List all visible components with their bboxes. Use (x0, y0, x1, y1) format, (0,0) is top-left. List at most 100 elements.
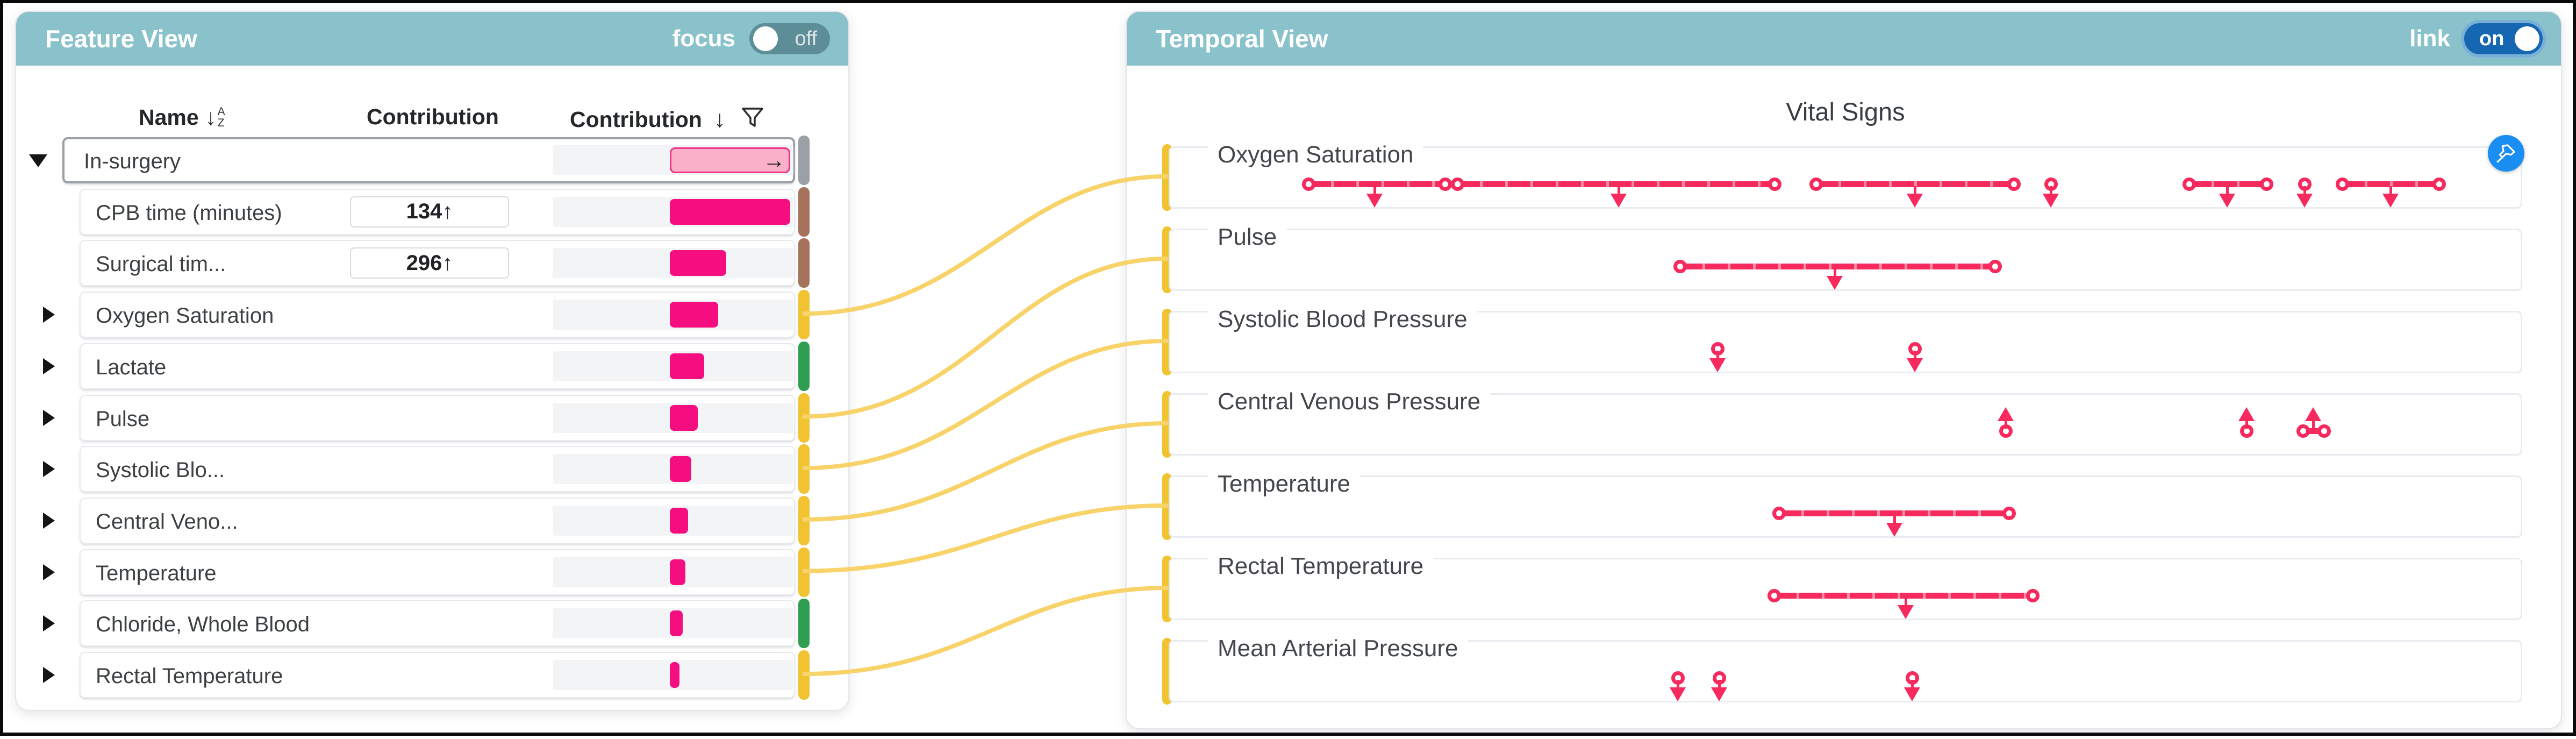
event-endpoint-dot[interactable] (1988, 260, 2002, 273)
feature-row[interactable]: Temperature (16, 549, 860, 595)
event-endpoint-dot[interactable] (2317, 424, 2331, 438)
expand-caret-icon[interactable] (43, 564, 55, 580)
contribution-track (553, 506, 793, 536)
arrow-up-icon (2305, 407, 2321, 421)
event-endpoint-dot[interactable] (1768, 589, 1781, 602)
feature-row[interactable]: Pulse (16, 395, 860, 441)
column-header-contribution-value[interactable]: Contribution (367, 104, 499, 130)
event-endpoint-dot[interactable] (2336, 177, 2349, 191)
feature-row[interactable]: Central Veno... (16, 498, 860, 544)
event-endpoint-dot[interactable] (2432, 177, 2446, 191)
temporal-row-label: Temperature (1208, 471, 1360, 498)
focus-toggle[interactable]: off (749, 23, 830, 54)
event-endpoint-dot[interactable] (1768, 177, 1781, 191)
event-endpoint-dot[interactable] (1302, 177, 1315, 191)
temporal-row[interactable]: Mean Arterial Pressure (1169, 640, 2522, 702)
feature-row[interactable]: Surgical tim...296↑ (16, 240, 860, 286)
event-endpoint-dot[interactable] (2296, 424, 2310, 438)
contribution-bar (670, 456, 691, 482)
expand-caret-icon[interactable] (43, 307, 55, 323)
arrow-down-icon (1711, 687, 1727, 701)
contribution-bar (670, 662, 679, 688)
arrow-down-icon (2382, 194, 2399, 208)
sort-desc-icon[interactable]: ↓ (714, 106, 726, 132)
event-endpoint-dot[interactable] (2260, 177, 2273, 191)
expand-caret-icon[interactable] (43, 667, 55, 683)
feature-row[interactable]: Systolic Blo... (16, 446, 860, 492)
row-link-strip[interactable] (798, 599, 810, 648)
event-range-line[interactable] (1308, 181, 1445, 187)
link-toggle-knob[interactable] (2515, 26, 2539, 51)
focus-toggle-knob[interactable] (753, 26, 778, 51)
expand-caret-icon[interactable] (43, 358, 55, 374)
row-link-strip[interactable] (798, 393, 810, 443)
expand-caret-icon[interactable] (43, 615, 55, 631)
column-header-contribution-bar[interactable]: Contribution↓ (570, 104, 765, 133)
arrow-down-icon (1886, 523, 1902, 537)
row-link-strip[interactable] (798, 342, 810, 391)
pin-icon (2494, 141, 2518, 165)
feature-name-label: Chloride, Whole Blood (96, 613, 310, 637)
focus-label: focus (672, 25, 735, 52)
feature-name-label: Rectal Temperature (96, 664, 283, 688)
link-toggle-state: on (2479, 27, 2504, 51)
event-endpoint-dot[interactable] (2026, 589, 2040, 602)
overflow-arrow-icon: → (763, 147, 785, 173)
event-range-line[interactable] (1457, 181, 1774, 187)
feature-row[interactable]: Chloride, Whole Blood (16, 600, 860, 646)
arrow-down-icon (1670, 687, 1686, 701)
temporal-view-title: Temporal View (1156, 24, 1328, 53)
event-range-line[interactable] (1774, 593, 2033, 599)
feature-value-chip: 134↑ (350, 196, 509, 228)
feature-row[interactable]: In-surgery→ (16, 137, 860, 183)
arrow-down-icon (1611, 194, 1627, 208)
feature-row[interactable]: Oxygen Saturation (16, 292, 860, 338)
row-link-strip[interactable] (798, 496, 810, 545)
temporal-row[interactable]: Pulse (1169, 229, 2522, 291)
row-link-strip[interactable] (798, 650, 810, 700)
arrow-down-icon (1898, 605, 1914, 619)
contribution-track (553, 197, 793, 227)
temporal-row-label: Mean Arterial Pressure (1208, 635, 1468, 662)
temporal-row[interactable]: Systolic Blood Pressure (1169, 311, 2522, 373)
temporal-row[interactable]: Rectal Temperature (1169, 558, 2522, 620)
event-endpoint-dot[interactable] (1772, 507, 1786, 520)
event-endpoint-dot[interactable] (1439, 177, 1452, 191)
event-endpoint-dot[interactable] (2183, 177, 2196, 191)
expand-caret-icon[interactable] (43, 410, 55, 426)
link-toggle[interactable]: on (2464, 23, 2543, 54)
row-link-strip[interactable] (798, 187, 810, 237)
row-link-strip[interactable] (798, 290, 810, 339)
row-link-strip[interactable] (798, 136, 810, 185)
feature-row[interactable]: CPB time (minutes) 134↑ (16, 189, 860, 235)
contribution-track: → (553, 145, 793, 175)
row-link-strip[interactable] (798, 444, 810, 494)
event-range-line[interactable] (1680, 264, 1995, 269)
expand-caret-icon[interactable] (43, 513, 55, 529)
arrow-down-icon (1366, 194, 1383, 208)
contribution-bar (670, 405, 698, 431)
event-endpoint-dot[interactable] (2002, 507, 2016, 520)
feature-view-header: Feature View focus off (16, 12, 848, 66)
filter-icon[interactable] (740, 104, 765, 130)
feature-row[interactable]: Lactate (16, 343, 860, 389)
pin-button[interactable] (2488, 135, 2524, 172)
expand-caret-icon[interactable] (43, 461, 55, 477)
temporal-row[interactable]: Temperature (1169, 475, 2522, 538)
contribution-bar (670, 508, 688, 534)
temporal-row[interactable]: Oxygen Saturation (1169, 146, 2522, 209)
temporal-row[interactable]: Central Venous Pressure (1169, 393, 2522, 456)
row-link-strip[interactable] (798, 238, 810, 288)
event-endpoint-dot[interactable] (1673, 260, 1687, 273)
row-link-strip[interactable] (798, 548, 810, 597)
feature-row[interactable]: Rectal Temperature (16, 652, 860, 698)
event-endpoint-dot[interactable] (1809, 177, 1823, 191)
event-endpoint-dot[interactable] (2007, 177, 2021, 191)
feature-name-label: CPB time (minutes) (96, 201, 282, 225)
event-endpoint-dot[interactable] (1451, 177, 1464, 191)
collapse-caret-icon[interactable] (29, 154, 47, 167)
